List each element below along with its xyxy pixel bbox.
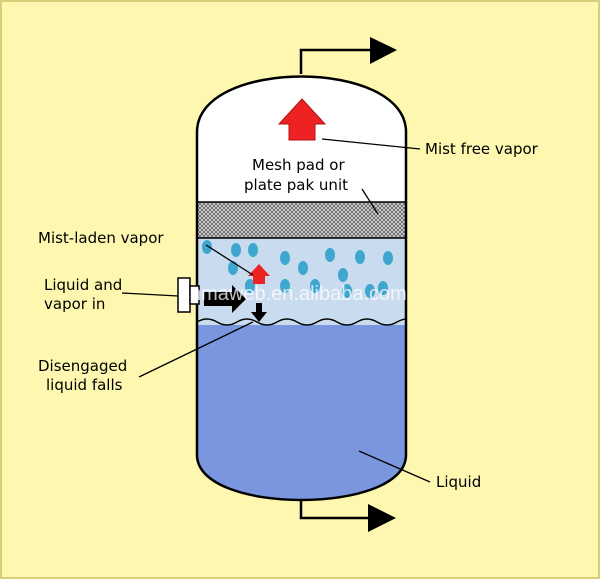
droplet	[338, 268, 348, 282]
label-mesh-pad-line1: Mesh pad or	[252, 156, 345, 174]
droplet	[310, 279, 320, 293]
mist-droplets	[202, 240, 393, 298]
droplet	[298, 261, 308, 275]
droplet	[231, 243, 241, 257]
label-disengaged-line1: Disengaged	[38, 357, 127, 375]
vessel-interior	[197, 76, 406, 500]
vessel-outline	[195, 75, 408, 502]
label-mist-free-vapor: Mist free vapor	[425, 140, 539, 158]
droplet	[280, 279, 290, 293]
label-liquid-vapor-in-line1: Liquid and	[44, 276, 122, 294]
droplet	[280, 251, 290, 265]
liquid-outlet-arrowhead	[368, 504, 396, 532]
vapor-outlet-arrowhead	[370, 37, 397, 64]
leader-mist-free	[321, 138, 421, 150]
droplet	[245, 279, 255, 293]
mesh-pad	[197, 201, 406, 239]
inlet-flow-arrow	[204, 285, 246, 313]
leader-mist-laden	[205, 244, 254, 276]
leader-inlet	[121, 292, 179, 297]
droplet	[383, 251, 393, 265]
droplet	[325, 248, 335, 262]
leader-liquid	[358, 450, 431, 483]
vapor-flow-arrow	[277, 98, 327, 141]
label-mist-laden-vapor: Mist-laden vapor	[38, 229, 164, 247]
label-disengaged-line2: liquid falls	[46, 376, 123, 394]
vapor-outlet-pipe	[299, 48, 372, 74]
small-red-arrow	[248, 264, 270, 284]
droplet	[202, 240, 212, 254]
droplet	[355, 250, 365, 264]
label-liquid-vapor-in-line2: vapor in	[44, 295, 105, 313]
watermark: cnmaweb.en.alibaba.com	[180, 283, 407, 305]
leader-disengaged	[138, 321, 254, 378]
droplet	[342, 284, 352, 298]
droplet	[248, 243, 258, 257]
label-mesh-pad-line2: plate pak unit	[244, 176, 348, 194]
inlet-pipe	[189, 285, 200, 305]
droplet	[378, 281, 388, 295]
liquid-surface-waves	[197, 318, 406, 326]
liquid-zone	[197, 325, 406, 500]
droplet	[365, 284, 375, 298]
liquid-outlet-pipe	[299, 500, 370, 520]
leader-mesh-pad	[361, 188, 379, 215]
label-liquid: Liquid	[436, 473, 481, 491]
small-black-arrow	[251, 303, 267, 322]
droplet	[228, 261, 238, 275]
